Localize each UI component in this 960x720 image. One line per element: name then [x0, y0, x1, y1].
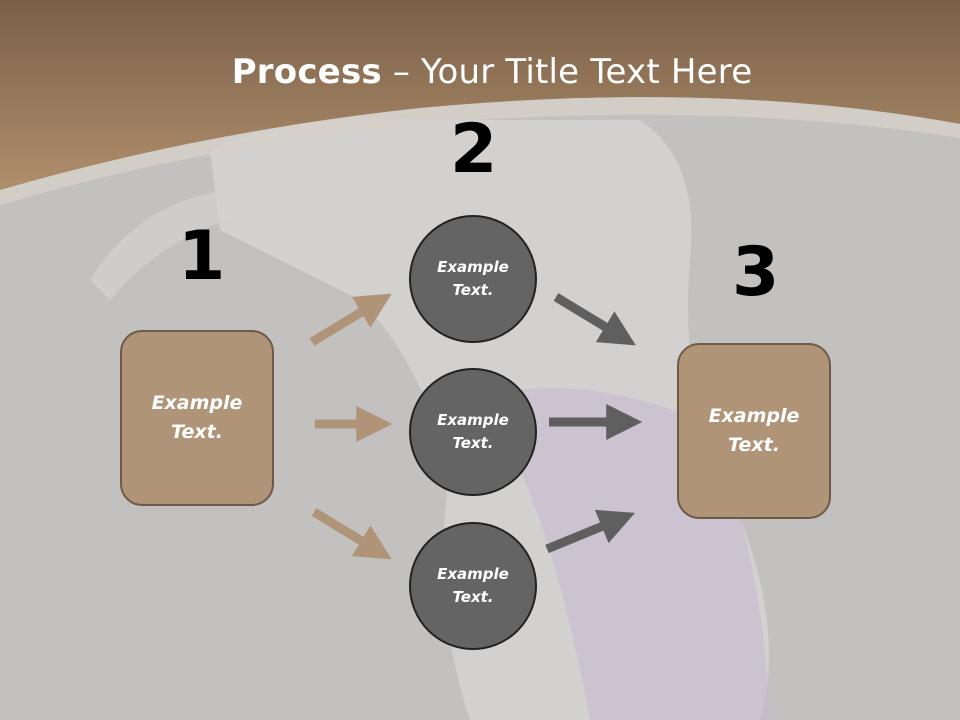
circle-middle-text: Example Text. [437, 411, 509, 452]
right-box-text: Example Text. [708, 405, 800, 456]
circle-bottom: Example Text. [409, 522, 537, 650]
left-step-box: Example Text. [120, 330, 274, 506]
arrow-left-to-bottom [311, 508, 392, 560]
step-number-3: 3 [732, 233, 780, 312]
arrow-top-to-right [553, 293, 636, 346]
left-box-text: Example Text. [151, 392, 243, 443]
circle-bottom-text: Example Text. [437, 565, 509, 606]
slide-title: Process – Your Title Text Here [0, 52, 960, 92]
circle-top: Example Text. [409, 215, 537, 343]
circle-top-text: Example Text. [437, 258, 509, 299]
header-band [0, 0, 960, 190]
title-bold: Process [231, 52, 382, 92]
step-number-1: 1 [178, 217, 226, 296]
arrow-bottom-to-right [545, 509, 635, 554]
arrow-left-to-top [309, 293, 392, 346]
title-rest: – Your Title Text Here [381, 52, 753, 92]
step-number-2: 2 [450, 110, 498, 189]
right-step-box: Example Text. [677, 343, 831, 519]
circle-middle: Example Text. [409, 368, 537, 496]
